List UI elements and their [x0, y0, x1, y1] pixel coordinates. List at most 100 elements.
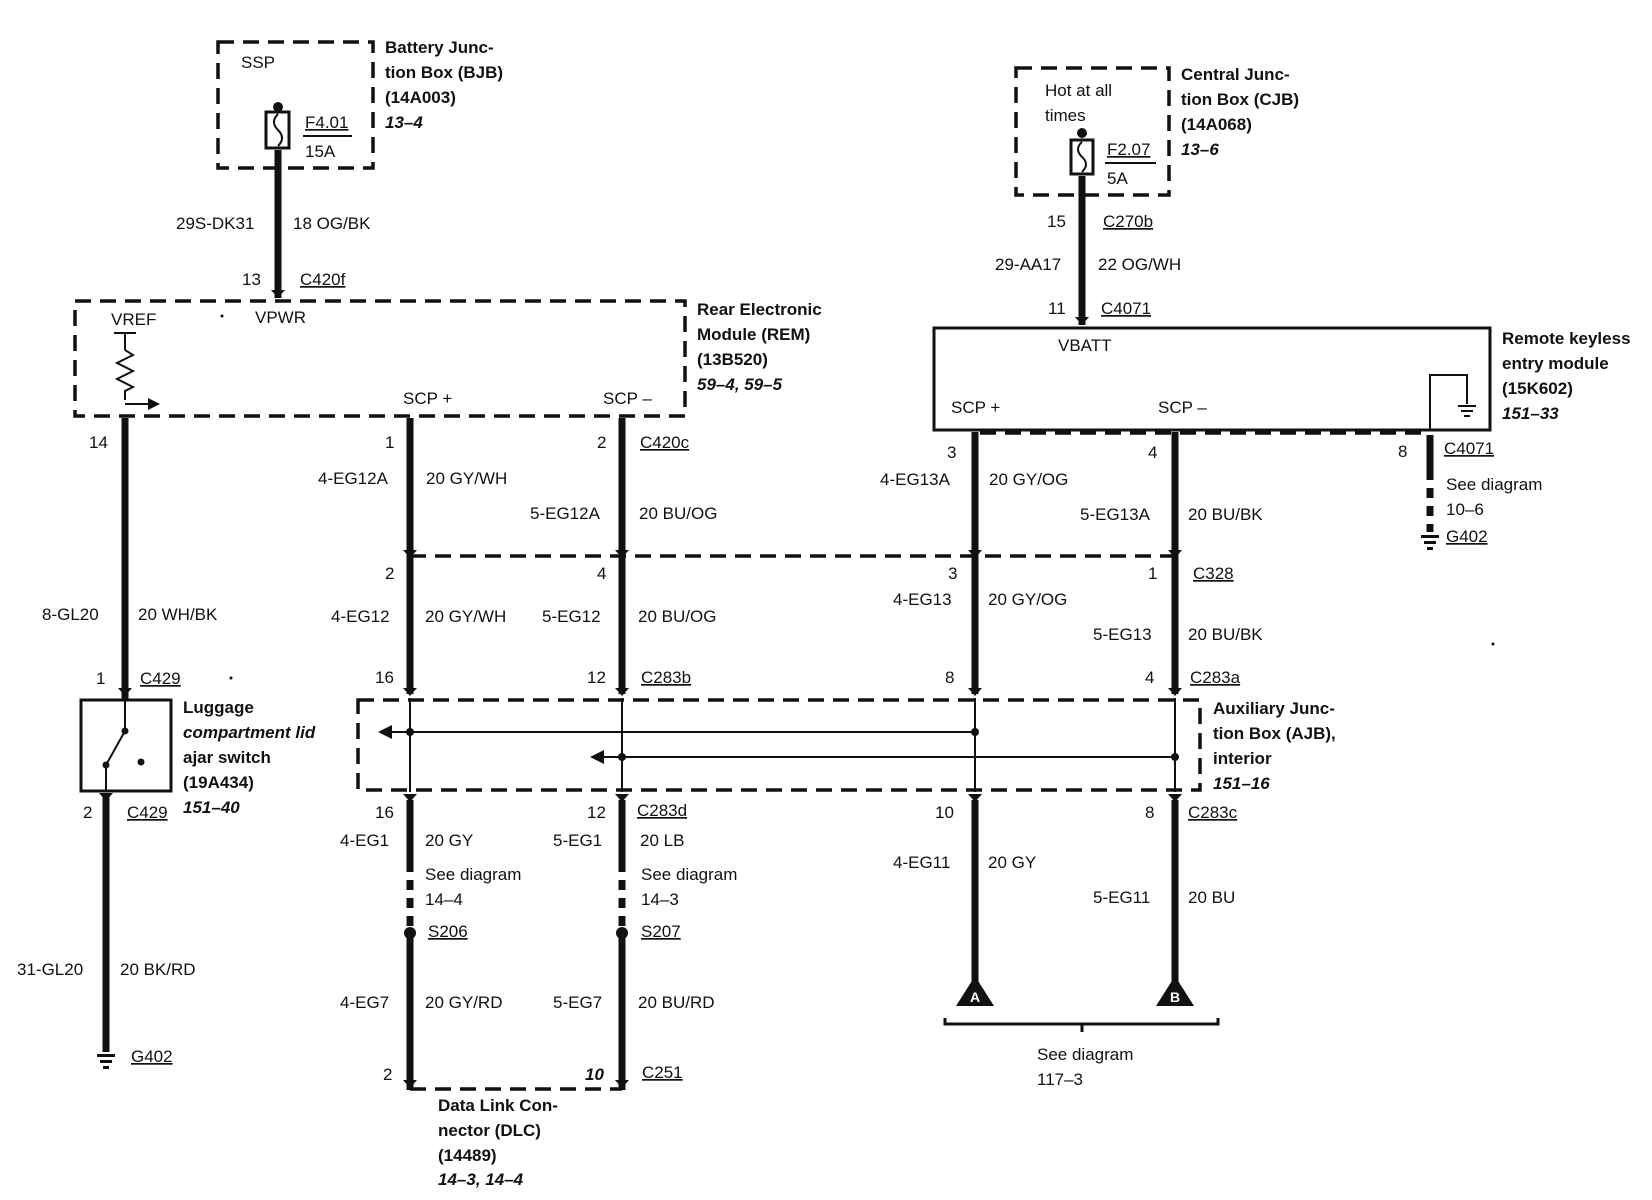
rke-name-1: Remote keyless: [1502, 329, 1631, 348]
rem-scp-pin-2: 2: [597, 433, 606, 452]
mid-right-color-2: 20 BU/BK: [1188, 625, 1263, 644]
cjb-fuse-amp: 5A: [1107, 169, 1128, 188]
rem-part: (13B520): [697, 350, 768, 369]
offpage-a-label: A: [970, 989, 980, 1005]
wire-cjb-conn-top: C270b: [1103, 212, 1153, 231]
wire-cjb-circuit: 29-AA17: [995, 255, 1061, 274]
c283c-connector: C283c: [1188, 803, 1238, 822]
switch-blade: [105, 730, 126, 766]
rem-scp-plus: SCP +: [403, 389, 452, 408]
cjb-fuse-id: F2.07: [1107, 140, 1150, 159]
offpage-bracket: [943, 1018, 1220, 1032]
rke-scp-pin-3: 3: [947, 443, 956, 462]
ajb-box: [356, 698, 1202, 792]
rke-scp-circuit-1: 4-EG13A: [880, 470, 951, 489]
rem-scp-circuit-2: 5-EG12A: [530, 504, 601, 523]
switch-name-3: ajar switch: [183, 748, 271, 767]
speck: [229, 676, 233, 680]
ajb-node-minus-right: [1171, 753, 1179, 761]
mid-left-color-1: 20 GY/WH: [425, 607, 506, 626]
rem-vpwr: VPWR: [255, 308, 306, 327]
c283c-terminal-1: [968, 794, 982, 802]
wire-bjb-pin: 13: [242, 270, 261, 289]
dlc-connector: C251: [642, 1063, 683, 1082]
dlc-name-2: nector (DLC): [438, 1121, 541, 1140]
c283b-terminal-2: [615, 688, 629, 696]
left-conn-2: C429: [127, 803, 168, 822]
lower-left-color-2: 20 BU/RD: [638, 993, 715, 1012]
mid-left-circuit-2: 5-EG12: [542, 607, 601, 626]
rke-box: [932, 326, 1492, 432]
rke-ref: 151–33: [1502, 404, 1559, 423]
switch-name-1: Luggage: [183, 698, 254, 717]
ajb-name-1: Auxiliary Junc-: [1213, 699, 1335, 718]
ajb-node-plus-left: [406, 728, 414, 736]
switch-name-2: compartment lid: [183, 723, 316, 742]
c283c-terminal-2: [1168, 794, 1182, 802]
cjb-hot-2: times: [1045, 106, 1086, 125]
splice-see-right-2: 14–3: [641, 890, 679, 909]
splice-see-left-1: See diagram: [425, 865, 521, 884]
rem-name-1: Rear Electronic: [697, 300, 822, 319]
c251-terminal-2: [615, 1080, 629, 1088]
offpage-b-label: B: [1170, 989, 1180, 1005]
c328-pin-b: 4: [597, 564, 606, 583]
dlc-pin-2: 2: [383, 1065, 392, 1084]
cjb-part: (14A068): [1181, 115, 1252, 134]
left-ground-icon: [97, 1054, 115, 1069]
c283d-terminal-2: [615, 794, 629, 802]
splice-s207: [616, 927, 628, 939]
rke-scp-circuit-2: 5-EG13A: [1080, 505, 1151, 524]
dlc-pin-10: 10: [585, 1065, 604, 1084]
wire-bjb-circuit: 29S-DK31: [176, 214, 254, 233]
speck: [1491, 642, 1495, 646]
rem-ref: 59–4, 59–5: [697, 375, 783, 394]
c283b-connector: C283b: [641, 668, 691, 687]
rke-scp-color-2: 20 BU/BK: [1188, 505, 1263, 524]
mid-right-circuit-2: 5-EG13: [1093, 625, 1152, 644]
ajb-name-2: tion Box (AJB),: [1213, 724, 1336, 743]
splice-see-left-2: 14–4: [425, 890, 463, 909]
c283d-circuit-2: 5-EG1: [553, 831, 602, 850]
mid-right-circuit-1: 4-EG13: [893, 590, 952, 609]
left-circuit: 8-GL20: [42, 605, 99, 624]
rem-scp-minus: SCP –: [603, 389, 652, 408]
rke-ground-see-1: See diagram: [1446, 475, 1542, 494]
rke-scp-minus: SCP –: [1158, 398, 1207, 417]
switch-ref: 151–40: [183, 798, 240, 817]
rem-vref: VREF: [111, 310, 156, 329]
lower-left-circuit-2: 5-EG7: [553, 993, 602, 1012]
cjb-name-2: tion Box (CJB): [1181, 90, 1299, 109]
c328-terminal-3: [968, 550, 982, 558]
c429-terminal-top: [118, 688, 132, 696]
c283d-circuit-1: 4-EG1: [340, 831, 389, 850]
rke-ground-connector: C4071: [1444, 439, 1494, 458]
bjb-ref: 13–4: [385, 113, 423, 132]
c283d-terminal-1: [403, 794, 417, 802]
cjb-name-1: Central Junc-: [1181, 65, 1290, 84]
rke-internal-ground-line: [1429, 374, 1468, 430]
left-pin-1: 1: [96, 669, 105, 688]
rke-scp-pin-4: 4: [1148, 443, 1157, 462]
left-pin-14: 14: [89, 433, 108, 452]
rem-name-2: Module (REM): [697, 325, 810, 344]
left-ground-label: G402: [131, 1047, 173, 1066]
dlc-ref: 14–3, 14–4: [438, 1170, 524, 1189]
cjb-fuse-node: [1077, 128, 1087, 138]
c328-pin-c: 3: [948, 564, 957, 583]
c251-terminal-1: [403, 1080, 417, 1088]
rke-ground-pin: 8: [1398, 442, 1407, 461]
c283b-pin-2: 12: [587, 668, 606, 687]
ajb-bus-plus-arrow: [378, 725, 392, 739]
rke-name-2: entry module: [1502, 354, 1609, 373]
bjb-name-1: Battery Junc-: [385, 38, 494, 57]
rem-scp-circuit-1: 4-EG12A: [318, 469, 389, 488]
c328-pin-d: 1: [1148, 564, 1157, 583]
splice-s206: [404, 927, 416, 939]
c328-connector: C328: [1193, 564, 1234, 583]
bjb-part: (14A003): [385, 88, 456, 107]
rem-scp-pin-1: 1: [385, 433, 394, 452]
splice-see-right-1: See diagram: [641, 865, 737, 884]
wire-bjb-connector: C420f: [300, 270, 346, 289]
